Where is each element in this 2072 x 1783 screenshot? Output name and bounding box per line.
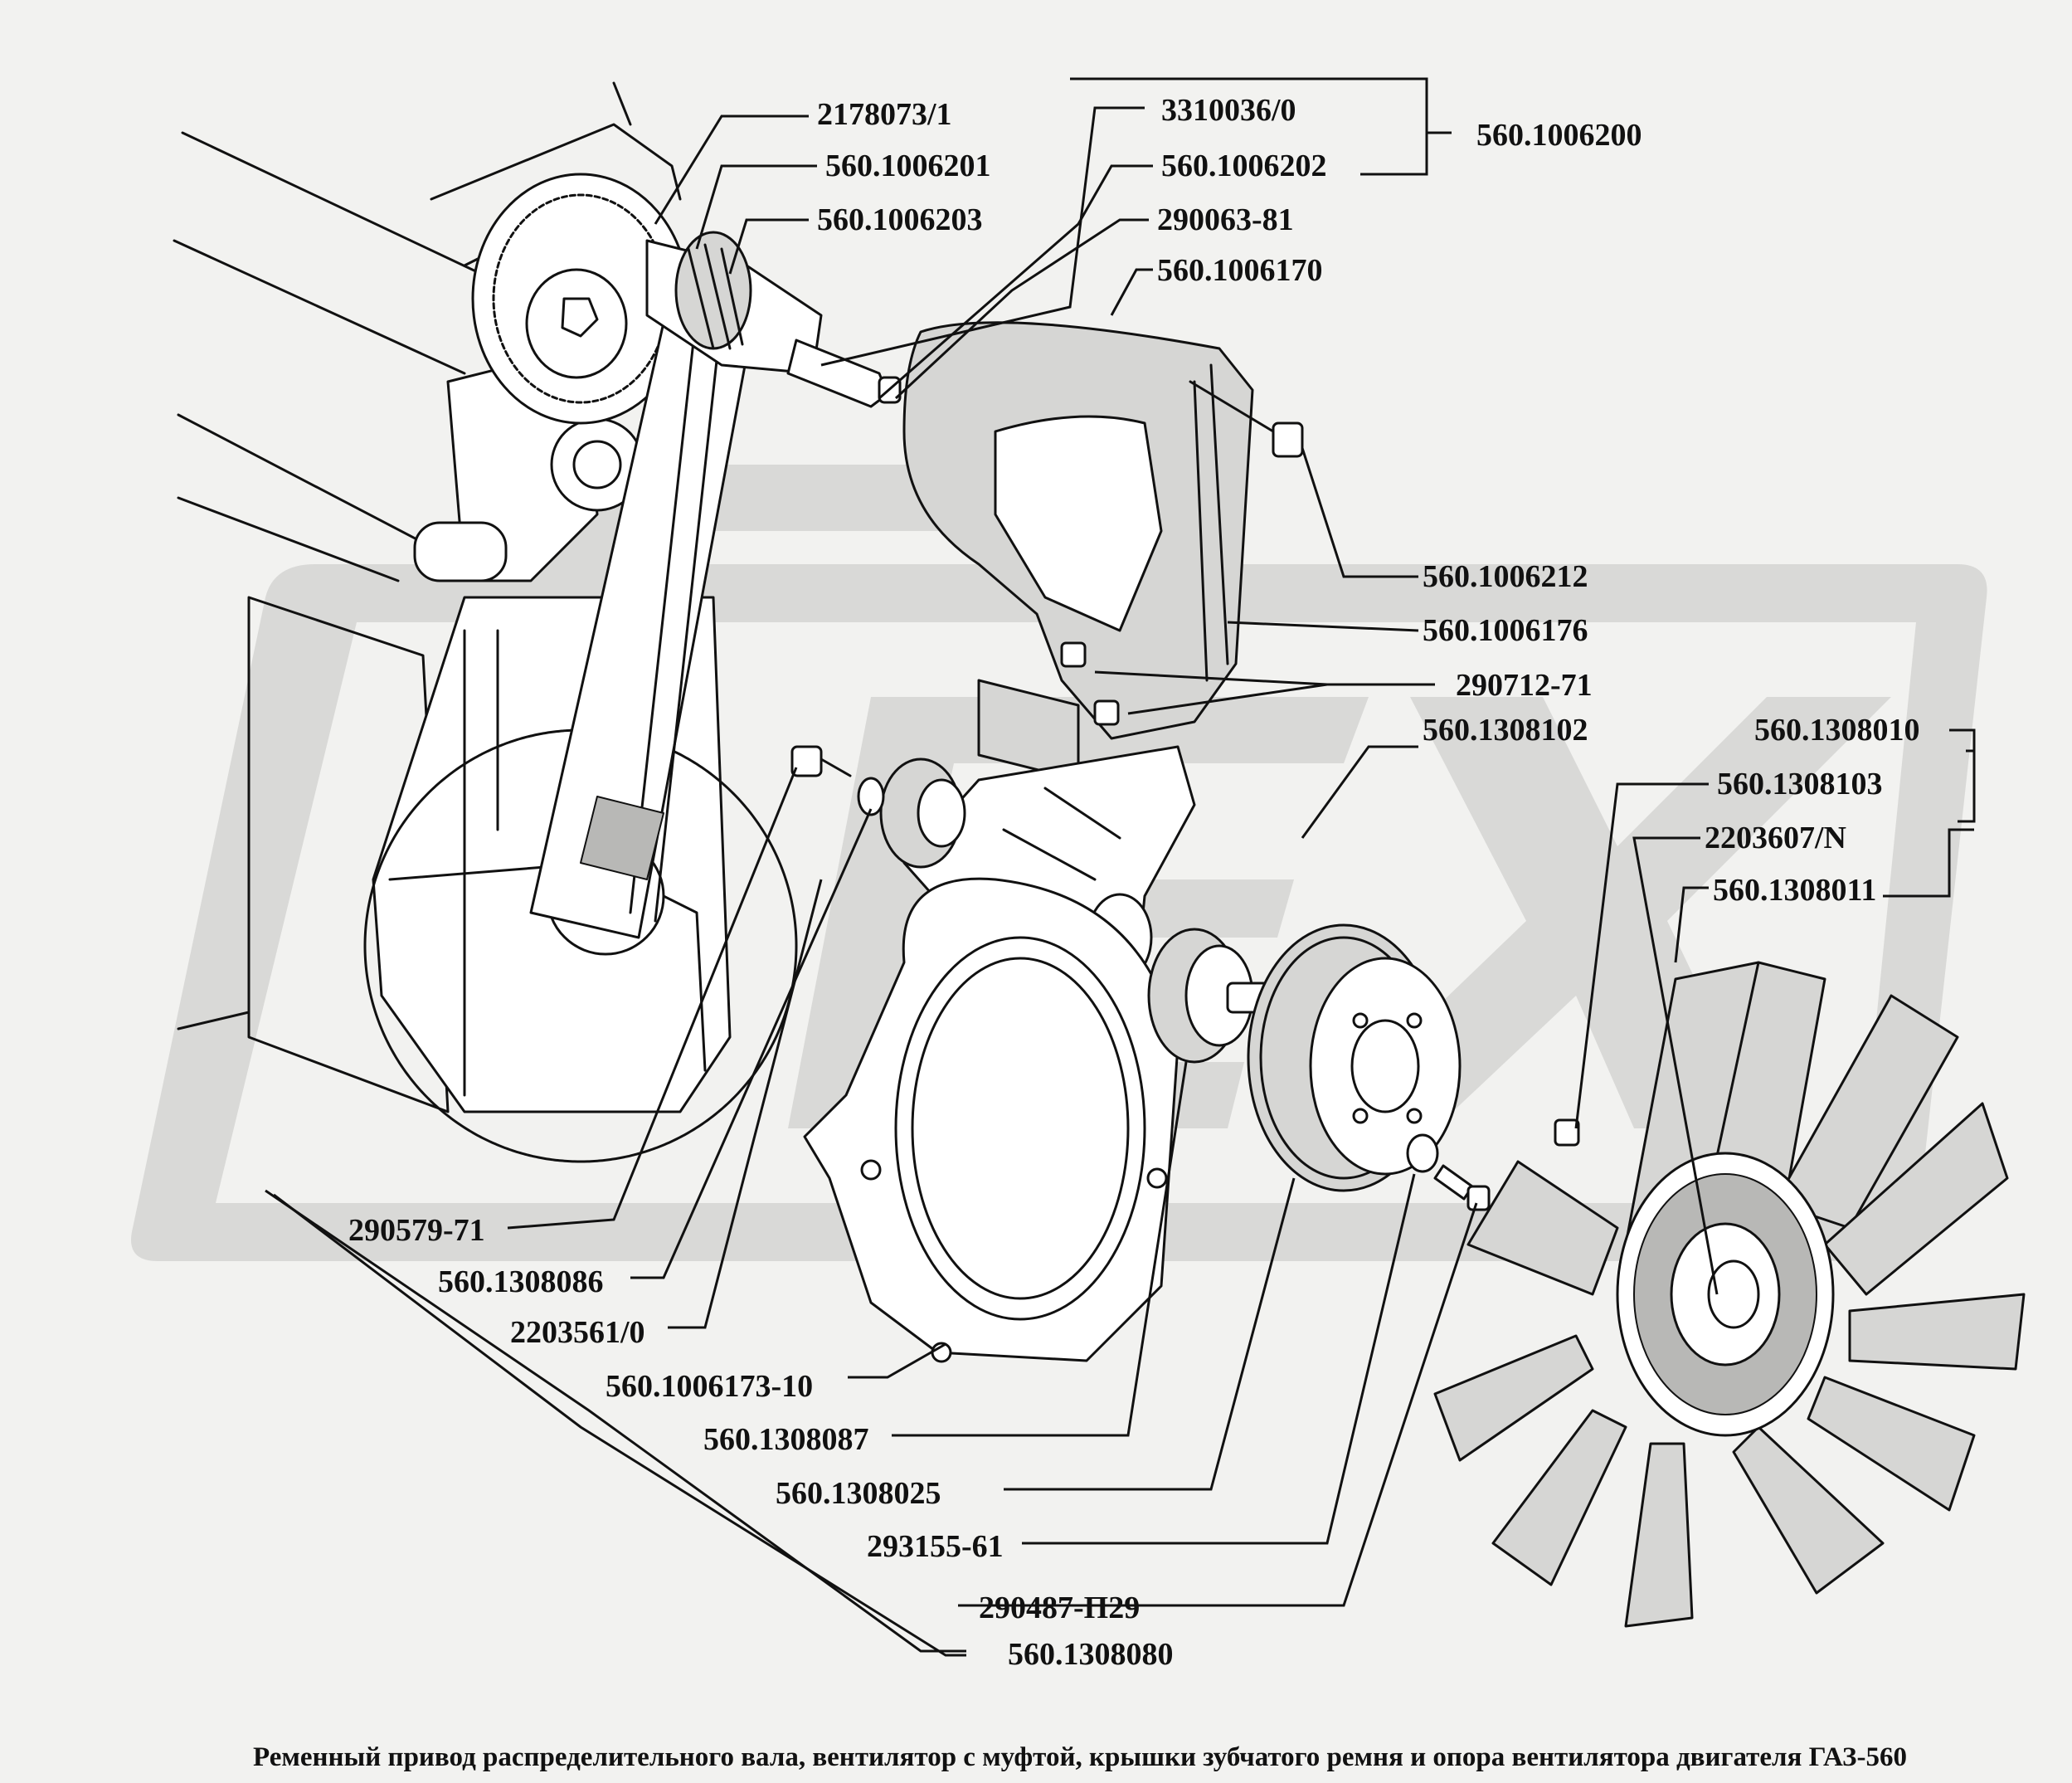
label-290712: 290712-71	[1456, 668, 1593, 703]
washer-bolt	[1406, 1133, 1491, 1211]
label-2203607: 2203607/N	[1705, 821, 1846, 855]
label-290063: 290063-81	[1157, 202, 1294, 237]
label-1006173: 560.1006173-10	[606, 1369, 813, 1404]
label-1308103: 560.1308103	[1717, 767, 1883, 801]
label-2178073: 2178073/1	[817, 97, 952, 132]
label-1308102: 560.1308102	[1423, 713, 1588, 748]
fan-with-clutch	[1433, 961, 2026, 1628]
label-1006212: 560.1006212	[1423, 559, 1588, 594]
label-1006176: 560.1006176	[1423, 613, 1588, 648]
fan-pulley	[1247, 923, 1462, 1192]
label-1308087: 560.1308087	[703, 1422, 869, 1457]
idler-roller	[790, 745, 966, 869]
label-3310036: 3310036/0	[1161, 93, 1296, 128]
label-290579: 290579-71	[348, 1213, 485, 1248]
label-2203561: 2203561/0	[510, 1315, 645, 1350]
upper-timing-cover	[902, 321, 1304, 782]
label-1308086: 560.1308086	[438, 1264, 604, 1299]
label-1006170: 560.1006170	[1157, 253, 1323, 288]
label-1308080: 560.1308080	[1008, 1637, 1174, 1672]
label-1308011: 560.1308011	[1713, 873, 1876, 908]
tensioner-assembly	[645, 231, 902, 408]
label-1006202: 560.1006202	[1161, 149, 1327, 183]
label-1006201: 560.1006201	[825, 149, 991, 183]
label-1308025: 560.1308025	[776, 1476, 941, 1511]
label-290487: 290487-П29	[979, 1591, 1140, 1625]
timing-belt	[471, 173, 748, 939]
label-1006200: 560.1006200	[1476, 118, 1642, 153]
label-293155: 293155-61	[867, 1529, 1004, 1564]
part-labels: 2178073/1 3310036/0 560.1006200 560.1006…	[348, 93, 1920, 1672]
label-1006203: 560.1006203	[817, 202, 983, 237]
fan-lower-cover	[803, 877, 1179, 1363]
diagram-caption: Ременный привод распределительного вала,…	[253, 1742, 1907, 1772]
fan-hub	[1147, 928, 1345, 1176]
leader-lines	[265, 77, 1976, 1657]
label-1308010: 560.1308010	[1754, 713, 1920, 748]
